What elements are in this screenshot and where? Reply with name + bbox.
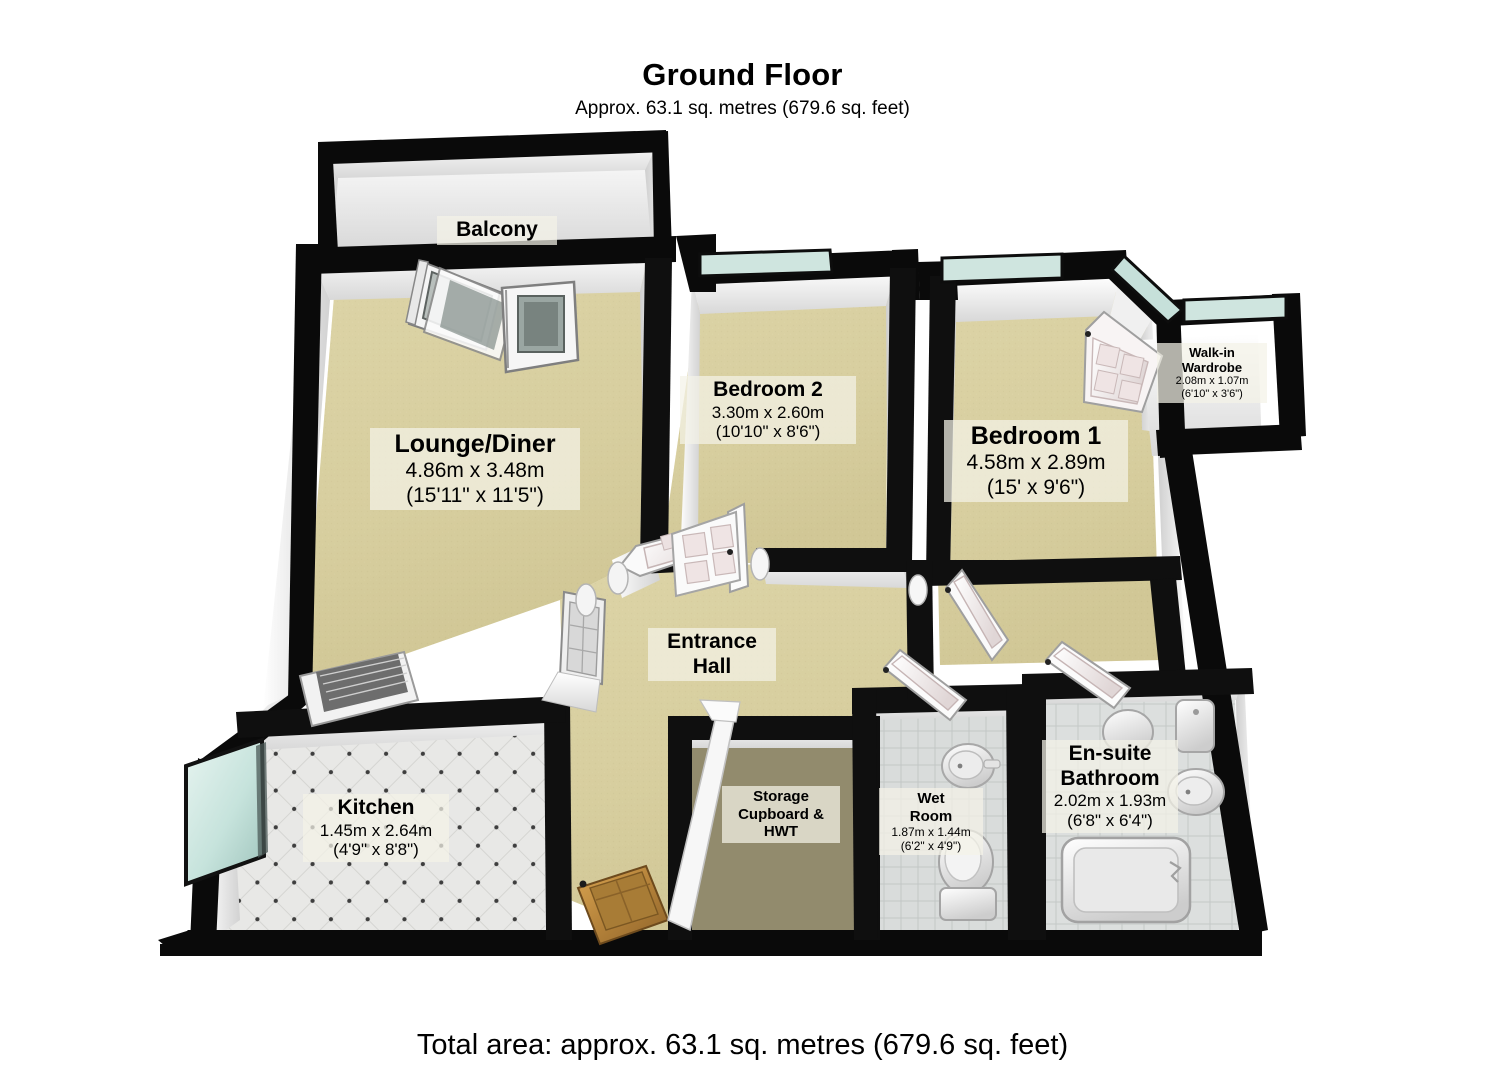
bedroom-2-dim-imperial: (10'10" x 8'6") <box>715 422 821 442</box>
room-label-storage-cupboard: Storage Cupboard & HWT <box>722 786 840 843</box>
balcony-label: Balcony <box>456 218 538 241</box>
bedroom-2-dim-metric: 3.30m x 2.60m <box>711 402 825 422</box>
balcony-french-doors[interactable] <box>405 259 580 374</box>
bedroom-2-door[interactable] <box>670 502 750 598</box>
en-suite-bathtub <box>1060 836 1192 924</box>
hall-window-top-left <box>698 248 834 278</box>
wet-room-dim-metric: 1.87m x 1.44m <box>891 825 971 840</box>
en-suite-bathroom-dim-metric: 2.02m x 1.93m <box>1053 791 1167 811</box>
en-suite-bathroom-dim-imperial: (6'8" x 6'4") <box>1067 811 1153 830</box>
storage-cupboard-label-line1: Storage <box>753 788 809 805</box>
room-label-entrance-hall: Entrance Hall <box>648 628 776 682</box>
entrance-hall-label-line2: Hall <box>692 654 732 678</box>
room-label-wet-room: Wet Room 1.87m x 1.44m (6'2" x 4'9") <box>879 788 983 856</box>
bedroom-1-label: Bedroom 1 <box>970 422 1102 450</box>
storage-cupboard-label-line3: HWT <box>763 823 799 841</box>
wet-room-sink <box>941 743 1001 789</box>
front-entrance-door[interactable] <box>576 864 670 946</box>
room-label-balcony: Balcony <box>437 216 557 245</box>
lounge-diner-dim-imperial: (15'11" x 11'5") <box>406 483 544 507</box>
en-suite-door[interactable] <box>1044 640 1132 710</box>
walk-in-wardrobe-dim-metric: 2.08m x 1.07m <box>1175 375 1249 388</box>
en-suite-bathroom-label-line1: En-suite <box>1068 742 1152 765</box>
lounge-diner-dim-metric: 4.86m x 3.48m <box>405 459 545 483</box>
room-label-lounge-diner: Lounge/Diner 4.86m x 3.48m (15'11" x 11'… <box>370 428 580 511</box>
wardrobe-window-right <box>1182 294 1288 324</box>
total-area-footer: Total area: approx. 63.1 sq. metres (679… <box>416 1029 1069 1061</box>
wet-room-label-line1: Wet <box>917 790 945 807</box>
room-label-kitchen: Kitchen 1.45m x 2.64m (4'9" x 8'8") <box>303 794 449 863</box>
windows <box>184 248 1288 887</box>
room-label-bedroom-1: Bedroom 1 4.58m x 2.89m (15' x 9'6") <box>944 420 1128 503</box>
kitchen-window <box>184 737 267 887</box>
wet-room-dim-imperial: (6'2" x 4'9") <box>900 839 962 854</box>
walk-in-wardrobe-door[interactable] <box>1082 310 1164 414</box>
bedroom-2-label: Bedroom 2 <box>713 378 823 401</box>
lounge-diner-label: Lounge/Diner <box>394 430 556 458</box>
kitchen-label: Kitchen <box>337 796 415 819</box>
en-suite-bathroom-label-line2: Bathroom <box>1060 766 1160 790</box>
hall-window-top-right <box>940 252 1064 284</box>
wardrobe-window <box>1109 253 1185 325</box>
bedroom-1-door[interactable] <box>944 568 1010 662</box>
room-label-bedroom-2: Bedroom 2 3.30m x 2.60m (10'10" x 8'6") <box>680 376 856 445</box>
kitchen-dim-imperial: (4'9" x 8'8") <box>333 840 419 860</box>
walk-in-wardrobe-dim-imperial: (6'10" x 3'6") <box>1181 388 1243 401</box>
kitchen-dim-metric: 1.45m x 2.64m <box>319 820 433 840</box>
storage-cupboard-label-line2: Cupboard & <box>738 805 824 823</box>
room-label-en-suite-bathroom: En-suite Bathroom 2.02m x 1.93m (6'8" x … <box>1042 740 1178 833</box>
wet-room-label-line2: Room <box>909 807 953 825</box>
bedroom-1-dim-metric: 4.58m x 2.89m <box>966 451 1106 475</box>
kitchen-counter <box>298 650 420 728</box>
bedroom-1-dim-imperial: (15' x 9'6") <box>986 475 1086 499</box>
entrance-hall-label-line1: Entrance <box>667 630 757 653</box>
walk-in-wardrobe-label-line1: Walk-in <box>1189 345 1235 360</box>
room-label-walk-in-wardrobe: Walk-in Wardrobe 2.08m x 1.07m (6'10" x … <box>1157 343 1267 404</box>
walk-in-wardrobe-label-line2: Wardrobe <box>1181 360 1243 376</box>
entrance-threshold <box>667 699 741 932</box>
door-jambs <box>575 547 928 617</box>
lounge-window <box>541 590 607 713</box>
wet-room-door[interactable] <box>882 648 968 722</box>
